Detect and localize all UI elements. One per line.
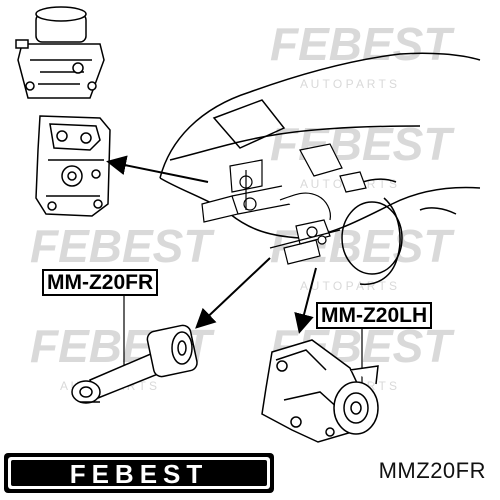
leader-arrows [106, 155, 317, 334]
febest-logo: FEBEST [4, 453, 274, 493]
watermark-subtext: A U T O P A R T S [300, 279, 397, 293]
callout-left-hand: MM-Z20LH [316, 302, 433, 329]
arrow-to-left-hand-mount [294, 267, 317, 334]
watermark-brand: FEBEST [270, 118, 455, 170]
part-number: MMZ20FR [378, 458, 486, 483]
watermark-brand: FEBEST [30, 220, 215, 272]
febest-logo-text: FEBEST [70, 459, 209, 489]
vehicle-body-outline [159, 52, 481, 286]
watermark-subtext: A U T O P A R T S [300, 77, 397, 91]
engine-mount-top-icon [15, 6, 105, 99]
arrow-to-bracket [106, 155, 209, 183]
front-right-mount-icon [71, 324, 198, 404]
arrow-to-front-right-mount [195, 257, 271, 329]
mount-bracket-assembly-icon [35, 115, 111, 217]
callout-front-right: MM-Z20FR [42, 269, 159, 296]
left-hand-mount-icon [261, 339, 379, 443]
watermark-brand: FEBEST [270, 18, 455, 70]
engine-internals [201, 143, 367, 265]
